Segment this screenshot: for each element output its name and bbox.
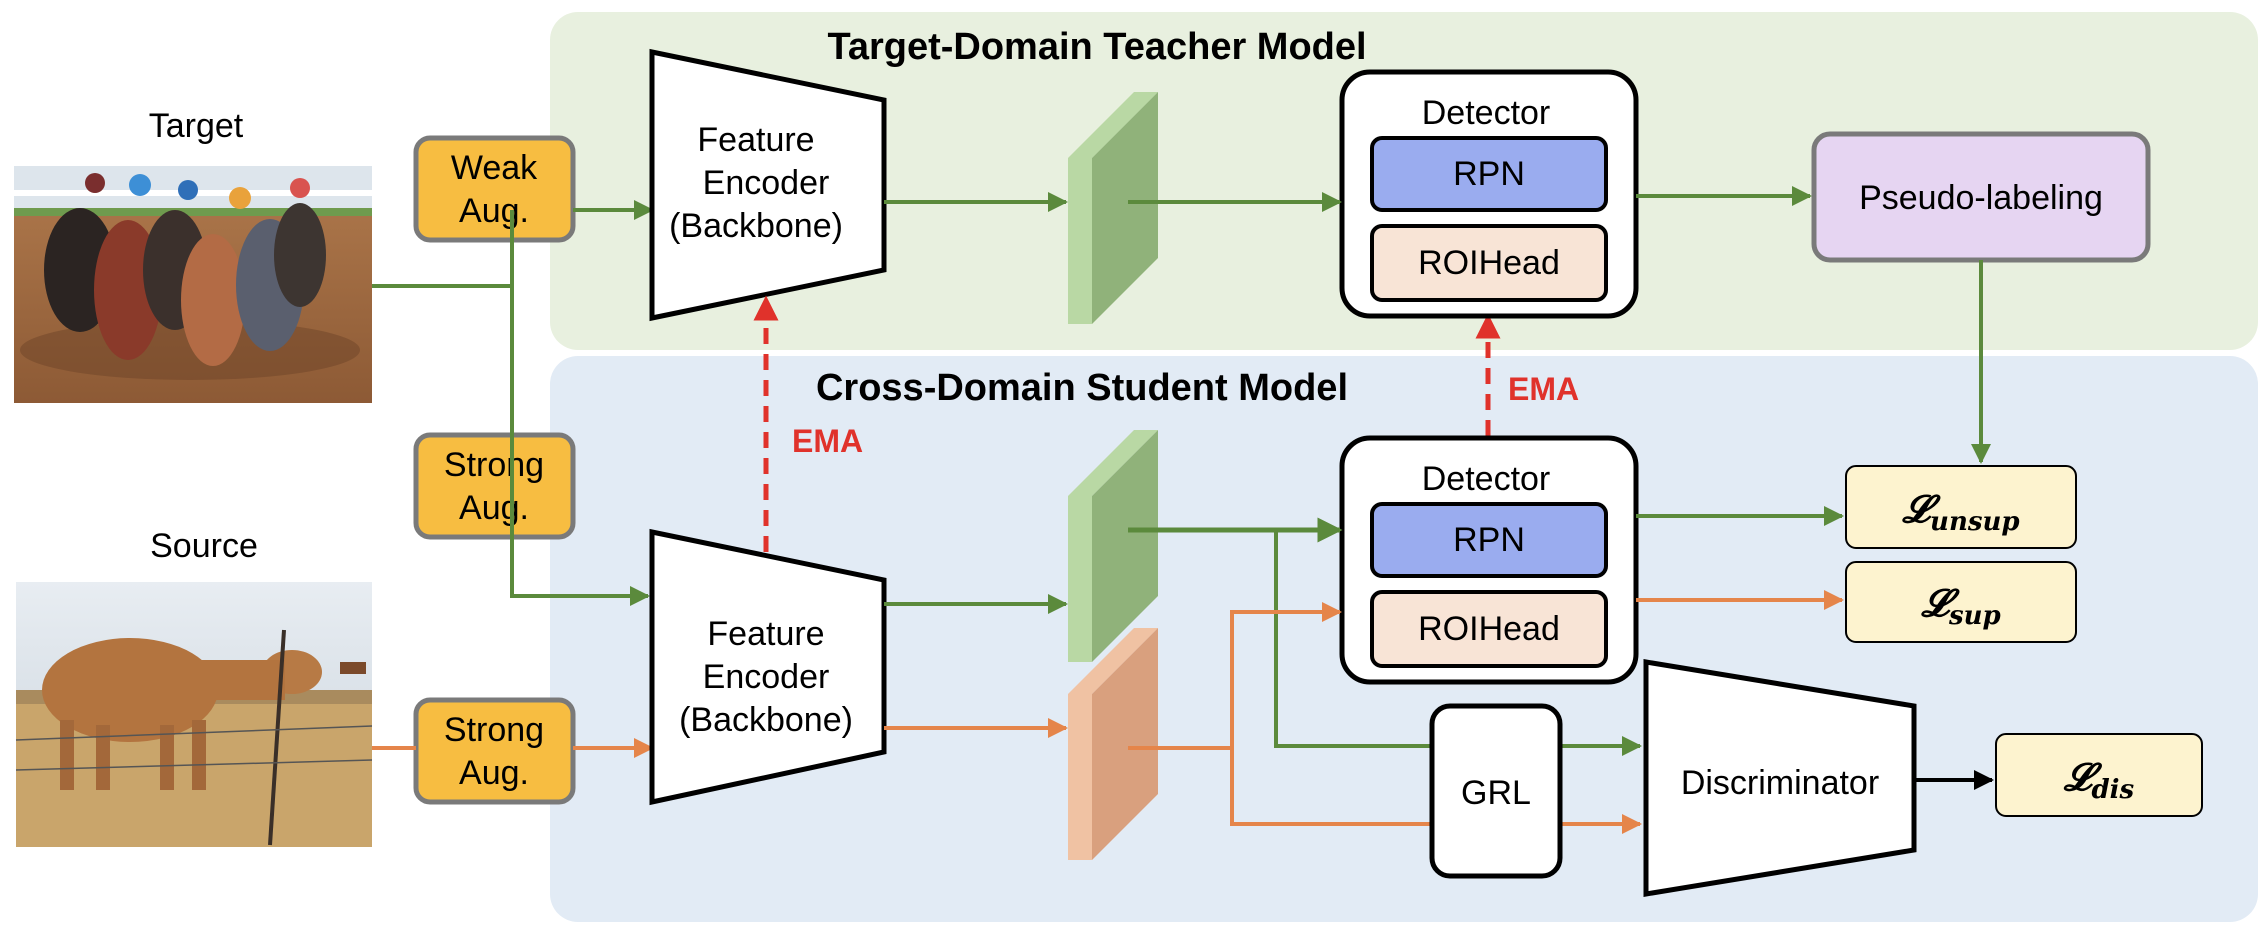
discriminator-label: Discriminator (1681, 764, 1879, 802)
unsup-loss-box (1845, 465, 2077, 549)
teacher-title: Target-Domain Teacher Model (827, 26, 1366, 68)
teacher-rpn-label: RPN (1453, 155, 1525, 193)
discriminator (1643, 659, 1917, 897)
strong-aug-target-box (413, 432, 576, 540)
strong-aug-source-line2: Aug. (459, 754, 529, 792)
teacher-rpn-box (1370, 136, 1608, 212)
student-detector-label: Detector (1422, 460, 1551, 498)
teacher-feature-map (1068, 92, 1158, 324)
weak-aug-line1: Weak (451, 149, 538, 187)
grl-box (1429, 703, 1563, 879)
teacher-roihead-label: ROIHead (1418, 244, 1560, 282)
student-orange-feature-to-detector-arrow (1128, 602, 1342, 750)
strong-target-to-encoder-arrow (510, 537, 650, 606)
target-image (14, 166, 372, 403)
student-title: Cross-Domain Student Model (816, 367, 1348, 409)
strong-aug-target-line1: Strong (444, 446, 544, 484)
student-feature-encoder (649, 528, 887, 806)
unsup-loss-subscript: unsup (1930, 507, 2020, 537)
ema-encoder-label: EMA (792, 423, 863, 459)
grl-label: GRL (1461, 774, 1531, 812)
student-encoder-line3: (Backbone) (679, 701, 853, 739)
student-roihead-label: ROIHead (1418, 610, 1560, 648)
ema-detector-label: EMA (1508, 371, 1579, 407)
source-label: Source (150, 527, 258, 565)
dis-loss-subscript: dis (2091, 775, 2134, 805)
student-source-feature-map (1068, 628, 1158, 860)
student-encoder-line2: Encoder (703, 658, 830, 696)
student-encoder-line1: Feature (707, 615, 824, 653)
teacher-feature-encoder (649, 48, 887, 322)
teacher-encoder-line3: (Backbone) (669, 207, 843, 245)
weak-aug-box (413, 135, 576, 243)
teacher-detector-label: Detector (1422, 94, 1551, 132)
sup-loss-subscript: sup (1948, 601, 2001, 631)
target-label: Target (149, 107, 244, 145)
student-rpn-label: RPN (1453, 521, 1525, 559)
student-rpn-box (1370, 502, 1608, 578)
student-target-feature-map (1068, 430, 1158, 662)
strong-aug-source-line1: Strong (444, 711, 544, 749)
teacher-encoder-line1: Feature (697, 121, 814, 159)
weak-aug-line2: Aug. (459, 192, 529, 230)
strong-aug-source-box (413, 697, 576, 805)
strong-aug-target-line2: Aug. (459, 489, 529, 527)
dis-loss-box (1995, 733, 2203, 817)
pseudo-labeling-label: Pseudo-labeling (1859, 179, 2103, 217)
teacher-roihead-box (1370, 224, 1608, 302)
dis-loss-label: 𝓛dis (2063, 754, 2135, 805)
student-roihead-box (1370, 590, 1608, 668)
teacher-encoder-line2: Encoder (703, 164, 830, 202)
source-image (15, 582, 373, 847)
sup-loss-box (1845, 561, 2077, 643)
